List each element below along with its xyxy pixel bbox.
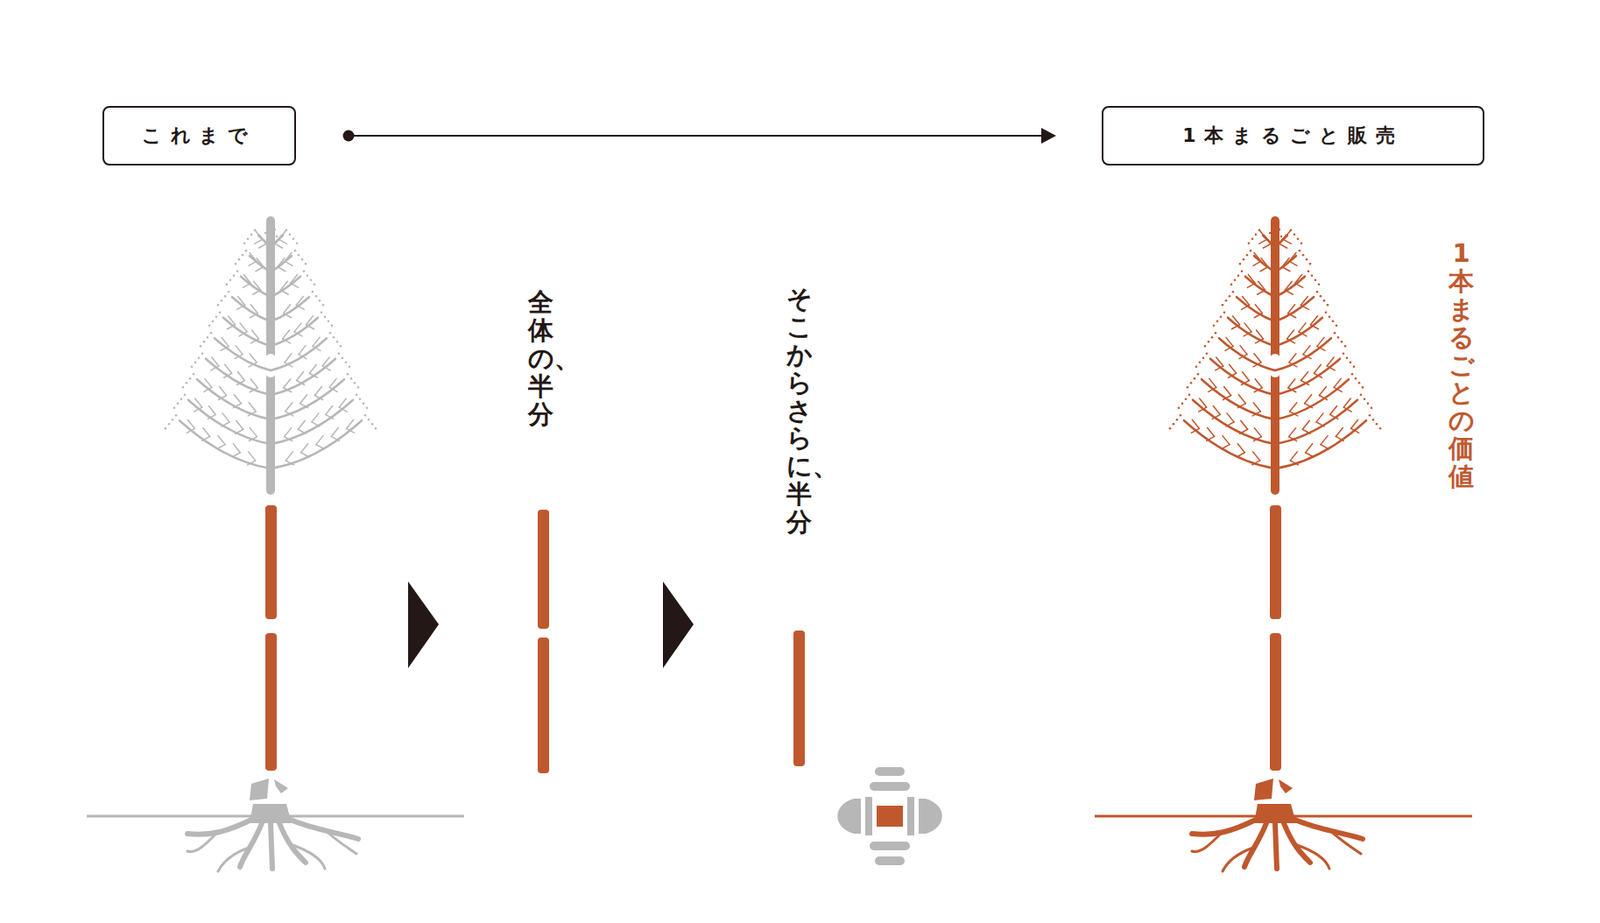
timeline-arrow (343, 127, 1058, 144)
step-chevron (662, 581, 694, 669)
trunk-quarter (793, 630, 805, 767)
log-cross-section (837, 767, 943, 866)
step-chevron (408, 581, 439, 669)
tree-whole (1094, 218, 1473, 872)
trunk-half (537, 509, 550, 774)
stage-box: これまで (102, 105, 297, 166)
vertical-caption: そこからさらに、半分 (786, 285, 812, 537)
vertical-caption: 全体の、半分 (528, 288, 554, 429)
stage-title: 1本まるごと販売 (1182, 122, 1404, 149)
stage-box: 1本まるごと販売 (1101, 105, 1485, 166)
tree-before (86, 218, 465, 872)
vertical-caption: 1本まるごとの価値 (1448, 239, 1474, 492)
stage-title: これまで (141, 122, 258, 149)
